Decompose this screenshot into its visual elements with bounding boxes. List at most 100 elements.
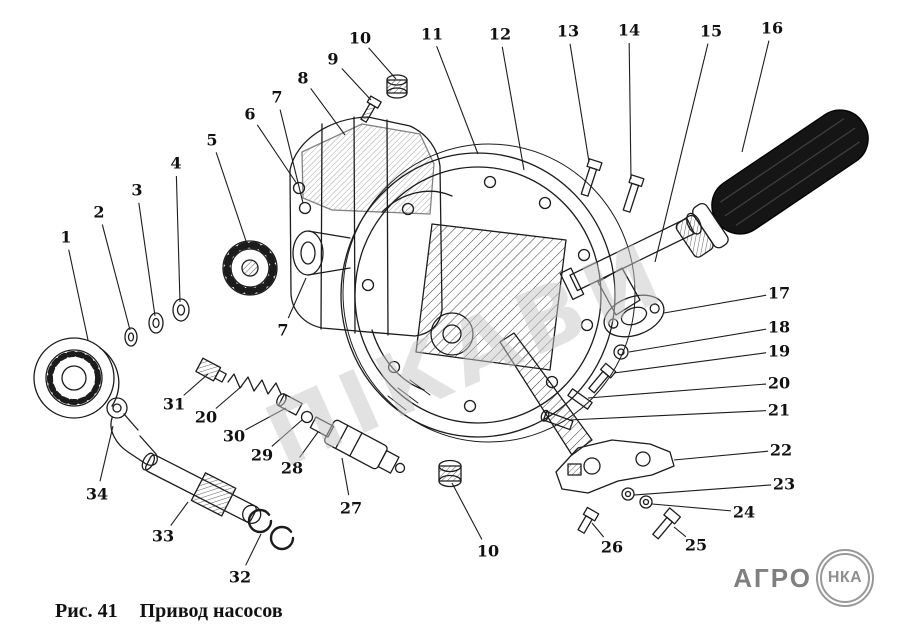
gear-part-5 xyxy=(222,240,278,296)
leader-line-33 xyxy=(170,501,189,526)
leader-line-16 xyxy=(741,40,770,153)
screw-part-9 xyxy=(360,95,382,123)
leader-line-34 xyxy=(99,425,114,482)
bolt-part-26 xyxy=(577,506,600,534)
callout-26: 26 xyxy=(601,538,623,557)
ball-part-29 xyxy=(300,410,314,424)
callout-7: 7 xyxy=(271,88,282,107)
leader-line-3 xyxy=(138,202,156,317)
leader-line-10 xyxy=(368,47,397,80)
leader-line-17 xyxy=(663,294,767,314)
washer-part-4 xyxy=(172,298,190,322)
callout-7: 7 xyxy=(277,321,288,340)
brand-logo: АГРО НКА xyxy=(733,549,874,607)
brand-name: АГРО xyxy=(733,562,812,593)
callout-32: 32 xyxy=(229,568,251,587)
leader-line-28 xyxy=(299,431,319,458)
gasket-part-11 xyxy=(342,143,636,443)
stud-part-20 xyxy=(567,388,593,410)
lever-part-34 xyxy=(106,397,158,466)
callout-21: 21 xyxy=(768,401,790,420)
callout-17: 17 xyxy=(768,284,790,303)
callout-34: 34 xyxy=(86,485,108,504)
plunger-part-30 xyxy=(276,393,303,416)
sleeve-part-28 xyxy=(309,416,335,438)
leader-line-8 xyxy=(310,88,346,136)
leader-line-30 xyxy=(245,407,287,431)
handle-part-16 xyxy=(675,109,869,258)
leader-line-24 xyxy=(651,503,732,512)
callout-33: 33 xyxy=(152,527,174,546)
callout-1: 1 xyxy=(60,228,71,247)
leader-line-29 xyxy=(271,419,303,447)
flange-part-17 xyxy=(603,294,665,338)
bolt-part-19 xyxy=(588,362,617,394)
bolt-part-13 xyxy=(580,158,603,197)
shaft-yoke xyxy=(597,267,641,316)
brand-badge-text: НКА xyxy=(827,569,863,586)
leader-line-18 xyxy=(628,328,767,353)
leader-line-7 xyxy=(279,109,304,204)
washer-part-3 xyxy=(148,312,164,334)
callout-13: 13 xyxy=(557,22,579,41)
callout-2: 2 xyxy=(93,203,104,222)
callout-10: 10 xyxy=(349,29,371,48)
callout-8: 8 xyxy=(297,69,308,88)
plug-part-10-top xyxy=(386,74,408,99)
plug-part-10-bottom xyxy=(438,459,462,488)
leader-line-20 xyxy=(587,383,767,399)
figure-number: Рис. 41 xyxy=(55,600,118,622)
callout-23: 23 xyxy=(773,475,795,494)
callout-30: 30 xyxy=(223,427,245,446)
pin-part-21 xyxy=(540,409,574,431)
brand-badge: НКА xyxy=(816,549,874,607)
callout-16: 16 xyxy=(761,19,783,38)
leader-line-5 xyxy=(215,152,248,245)
shaft-part-33 xyxy=(141,452,262,524)
leader-line-11 xyxy=(436,45,479,155)
leader-line-13 xyxy=(569,43,590,163)
callout-4: 4 xyxy=(170,154,181,173)
leader-line-26 xyxy=(591,522,605,538)
callout-29: 29 xyxy=(251,446,273,465)
leader-line-4 xyxy=(175,175,181,303)
callout-20: 20 xyxy=(195,408,217,427)
leader-line-6 xyxy=(256,124,298,185)
washer-part-18 xyxy=(613,344,629,360)
leader-line-31 xyxy=(183,373,209,396)
washer-part-24 xyxy=(639,495,653,509)
ring-part-32a xyxy=(247,508,273,534)
leader-line-19 xyxy=(613,352,767,374)
callout-20: 20 xyxy=(768,374,790,393)
washer-part-2 xyxy=(124,327,138,347)
figure-caption: Рис. 41 Привод насосов xyxy=(55,600,283,623)
callout-10: 10 xyxy=(477,542,499,561)
callout-15: 15 xyxy=(700,22,722,41)
leader-line-32 xyxy=(245,533,262,566)
leader-line-7 xyxy=(287,277,307,319)
callout-19: 19 xyxy=(768,342,790,361)
leader-line-1 xyxy=(68,249,89,341)
bolt-part-25 xyxy=(652,507,682,540)
leader-line-20 xyxy=(215,385,243,409)
leader-line-25 xyxy=(673,526,687,538)
callout-3: 3 xyxy=(131,181,142,200)
callout-22: 22 xyxy=(770,441,792,460)
shaft-part-15 xyxy=(559,212,702,301)
figure-title: Привод насосов xyxy=(139,600,283,622)
shading-strokes xyxy=(387,379,431,411)
leader-line-21 xyxy=(568,410,767,421)
leader-line-10 xyxy=(451,482,483,540)
washer-part-23 xyxy=(621,487,635,501)
leader-line-22 xyxy=(673,450,769,461)
bolt-part-14 xyxy=(622,174,645,213)
valve-body-part-27 xyxy=(324,419,406,474)
leader-line-15 xyxy=(654,43,709,263)
callout-11: 11 xyxy=(421,25,443,44)
bracket-part-22 xyxy=(555,439,675,494)
spring-part-20 xyxy=(227,373,282,395)
leader-line-12 xyxy=(501,46,525,171)
